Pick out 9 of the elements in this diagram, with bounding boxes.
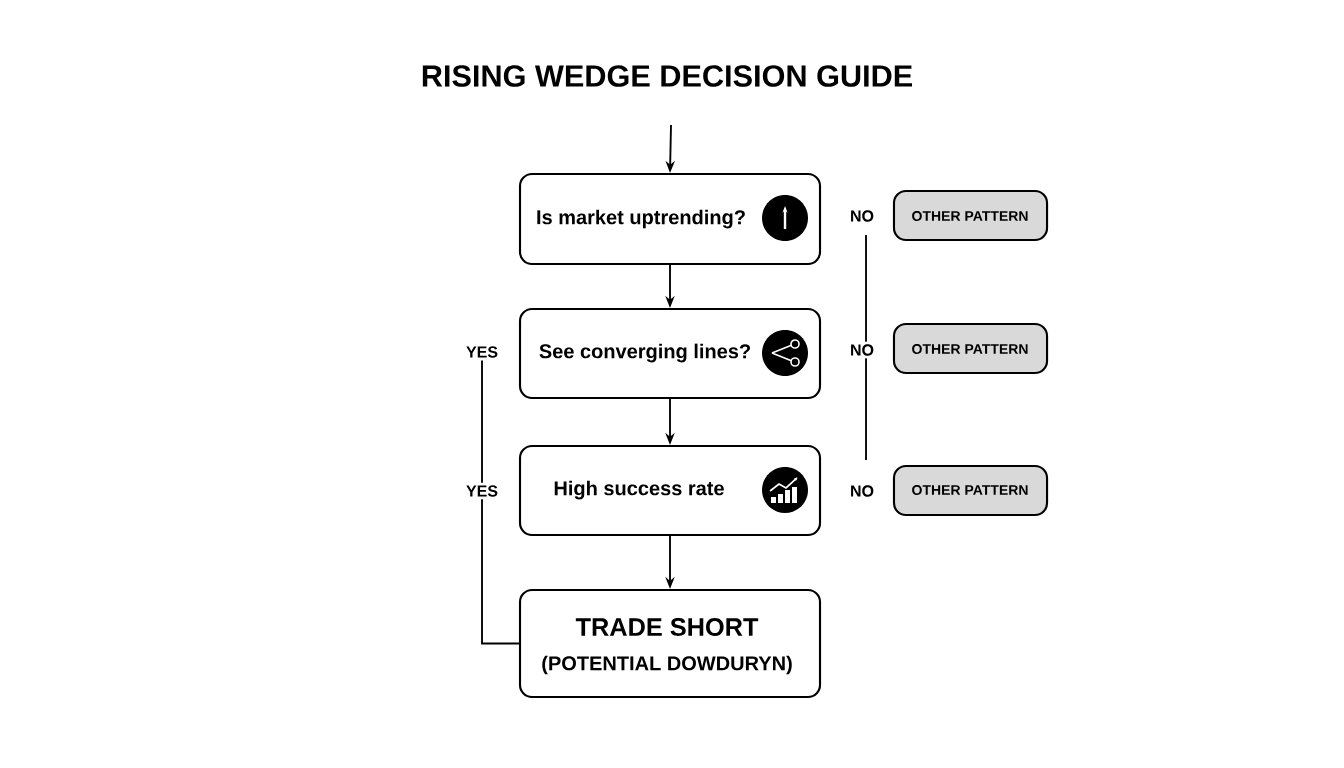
outcome-box: OTHER PATTERN <box>892 464 1049 517</box>
question-box: High success rate <box>518 444 822 537</box>
question-box: See converging lines? <box>518 307 822 400</box>
outcome-box: OTHER PATTERN <box>892 189 1049 242</box>
title: RISING WEDGE DECISION GUIDE <box>422 65 912 87</box>
result-box: TRADE SHORT (POTENTIAL DOWDURYN) <box>518 588 822 699</box>
outcome-box: OTHER PATTERN <box>892 322 1049 375</box>
branch-label: YES <box>466 346 498 358</box>
question-box: Is market uptrending? <box>518 172 822 266</box>
